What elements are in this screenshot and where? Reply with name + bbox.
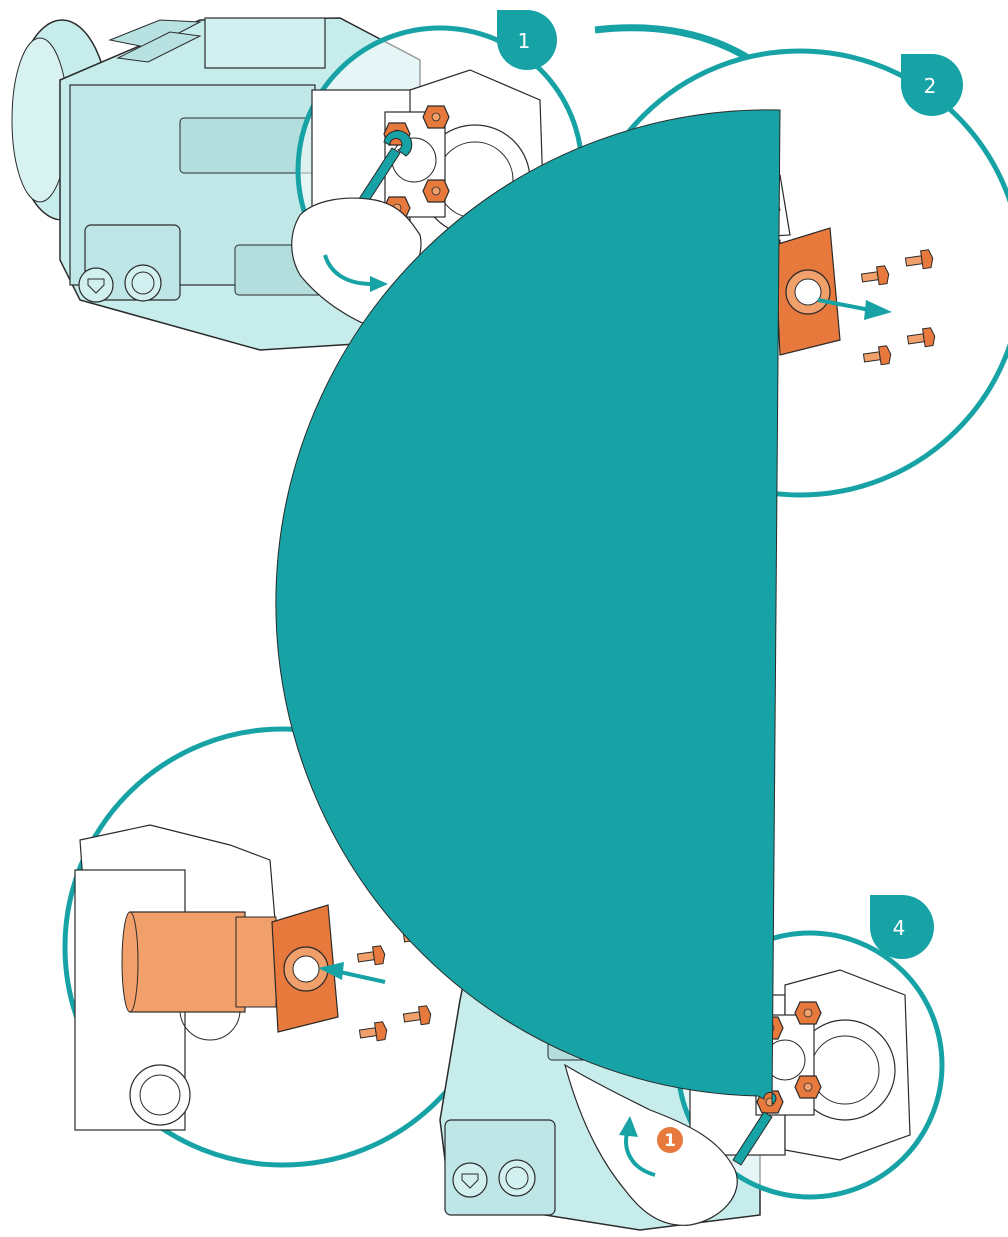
open-wrench-icon xyxy=(275,109,781,1166)
rotate-arrow-icon xyxy=(323,254,373,286)
nut-icon xyxy=(422,105,450,129)
zoom-circle-step-4 xyxy=(275,109,945,1200)
nut-icon xyxy=(422,179,450,203)
rotate-arrow-head-icon xyxy=(619,1116,638,1137)
step-number-1: 1 xyxy=(518,29,531,53)
pull-arrow-icon xyxy=(864,300,892,320)
step-number-2: 2 xyxy=(924,74,937,98)
push-arrow-icon xyxy=(318,962,344,980)
hand-icon xyxy=(564,1063,738,1226)
tighten-order-number: 1 xyxy=(664,1131,676,1151)
step-badge-2: 2 xyxy=(901,54,963,116)
step-number-4: 4 xyxy=(893,916,906,940)
rotate-arrow-head-icon xyxy=(370,276,388,292)
tighten-order-marker: 1 xyxy=(657,1127,683,1153)
nut-icon xyxy=(794,1075,822,1099)
flange-plate-icon xyxy=(271,904,339,1033)
nut-icon xyxy=(794,1001,822,1025)
step-badge-1: 1 xyxy=(497,10,557,70)
coupling-sleeve-icon xyxy=(121,911,277,1013)
step-badge-4: 4 xyxy=(870,895,934,959)
flange-plate-icon xyxy=(774,227,841,356)
